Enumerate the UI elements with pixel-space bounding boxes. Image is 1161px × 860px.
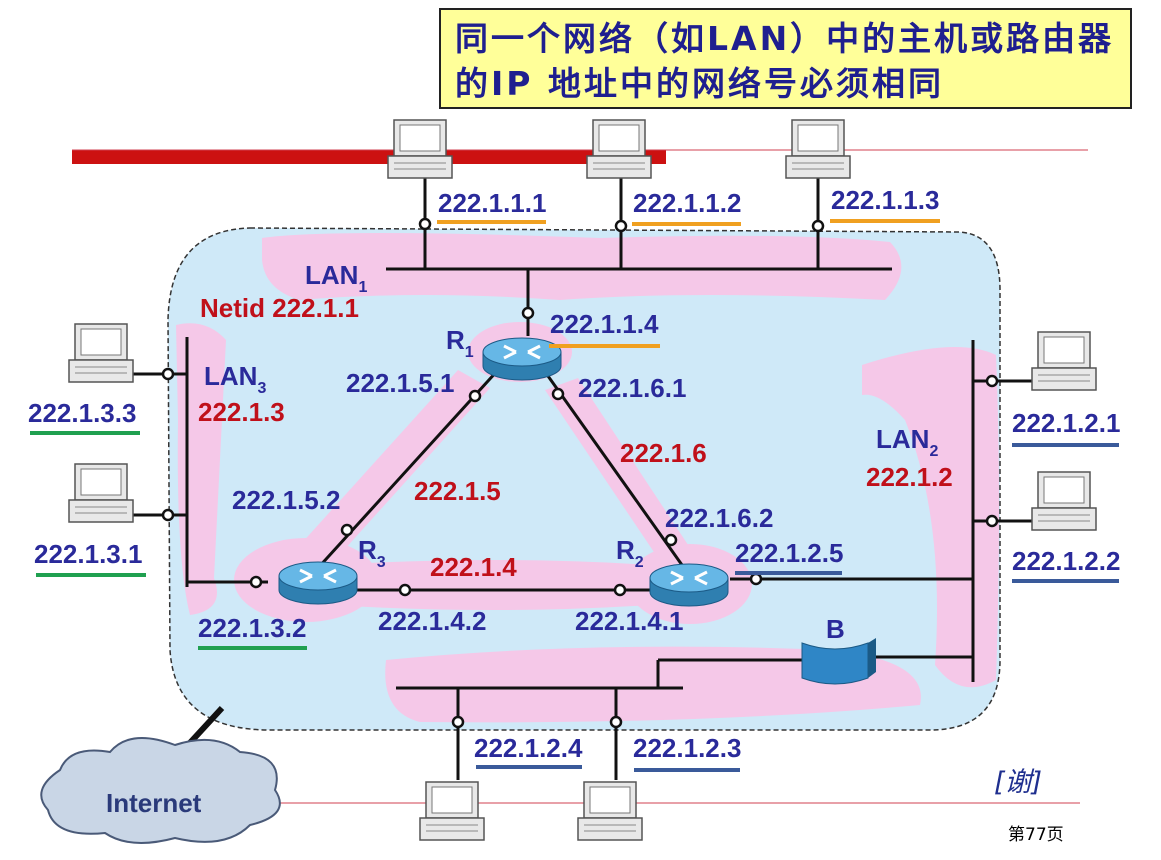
link-r1-r2-netid: 222.1.6	[620, 438, 707, 468]
router-r2-label: R2	[616, 535, 644, 571]
page-number: 第77页	[1008, 825, 1064, 845]
link-r3-r2-netid: 222.1.4	[430, 552, 517, 582]
internet-label: Internet	[106, 788, 202, 818]
lan2-netid: 222.1.2	[866, 462, 953, 492]
lan2-host1-ip: 222.1.2.1	[1012, 408, 1120, 438]
pc-lan3-host1	[68, 463, 134, 523]
r2-link6-ip: 222.1.6.2	[665, 503, 773, 533]
lan3-host1-ip: 222.1.3.1	[34, 539, 142, 569]
pc-lan2-host4	[419, 781, 485, 841]
router-r2-icon	[648, 562, 730, 608]
callout-line-1: 同一个网络（如LAN）中的主机或路由器	[455, 19, 1115, 58]
address-underlines	[30, 219, 1119, 772]
thanks-link-text[interactable]: 谢	[1004, 767, 1032, 798]
pc-lan1-host2	[586, 119, 652, 179]
r1-lan1-ip: 222.1.1.4	[550, 309, 659, 339]
router-r3-icon	[277, 560, 359, 606]
r2-link4-ip: 222.1.4.1	[575, 606, 683, 636]
r3-lan3-ip: 222.1.3.2	[198, 613, 306, 643]
header-red-bar	[72, 150, 666, 164]
lan3-label: LAN3	[204, 361, 266, 397]
thanks-link[interactable]: [谢]	[994, 767, 1043, 798]
pc-lan3-host3	[68, 323, 134, 383]
pc-lan2-host3	[577, 781, 643, 841]
lan2-bus	[730, 340, 1038, 682]
internet-cloud	[40, 736, 281, 844]
lan1-netid: Netid 222.1.1	[200, 293, 359, 323]
pc-lan2-host2	[1031, 471, 1097, 531]
link-r1-r3-netid: 222.1.5	[414, 476, 501, 506]
bottom-bus	[396, 658, 802, 780]
lan2-host4-ip: 222.1.2.4	[474, 733, 583, 763]
callout-line-2: 的IP 地址中的网络号必须相同	[455, 64, 944, 103]
lan1-host1-ip: 222.1.1.1	[438, 188, 546, 218]
bridge-label: B	[826, 614, 845, 644]
lan2-host2-ip: 222.1.2.2	[1012, 546, 1120, 576]
interface-dots	[161, 217, 999, 729]
lan1-label: LAN1	[305, 260, 367, 296]
lan3-host3-ip: 222.1.3.3	[28, 398, 136, 428]
lan2-label: LAN2	[876, 424, 938, 460]
callout-note: 同一个网络（如LAN）中的主机或路由器 的IP 地址中的网络号必须相同	[439, 8, 1132, 109]
r2-lan2-ip: 222.1.2.5	[735, 538, 843, 568]
lan2-host3-ip: 222.1.2.3	[633, 733, 741, 763]
router-r3-label: R3	[358, 535, 386, 571]
lan1-host3-ip: 222.1.1.3	[831, 185, 939, 215]
r1-link6-ip: 222.1.6.1	[578, 373, 686, 403]
pc-lan1-host1	[387, 119, 453, 179]
r1-link5-ip: 222.1.5.1	[346, 368, 454, 398]
bridge-icon	[801, 638, 876, 685]
lan1-host2-ip: 222.1.1.2	[633, 188, 741, 218]
r3-link5-ip: 222.1.5.2	[232, 485, 340, 515]
lan3-netid: 222.1.3	[198, 397, 285, 427]
pc-lan2-host1	[1031, 331, 1097, 391]
r3-link4-ip: 222.1.4.2	[378, 606, 486, 636]
pc-lan1-host3	[785, 119, 851, 179]
router-r1-label: R1	[446, 325, 474, 361]
